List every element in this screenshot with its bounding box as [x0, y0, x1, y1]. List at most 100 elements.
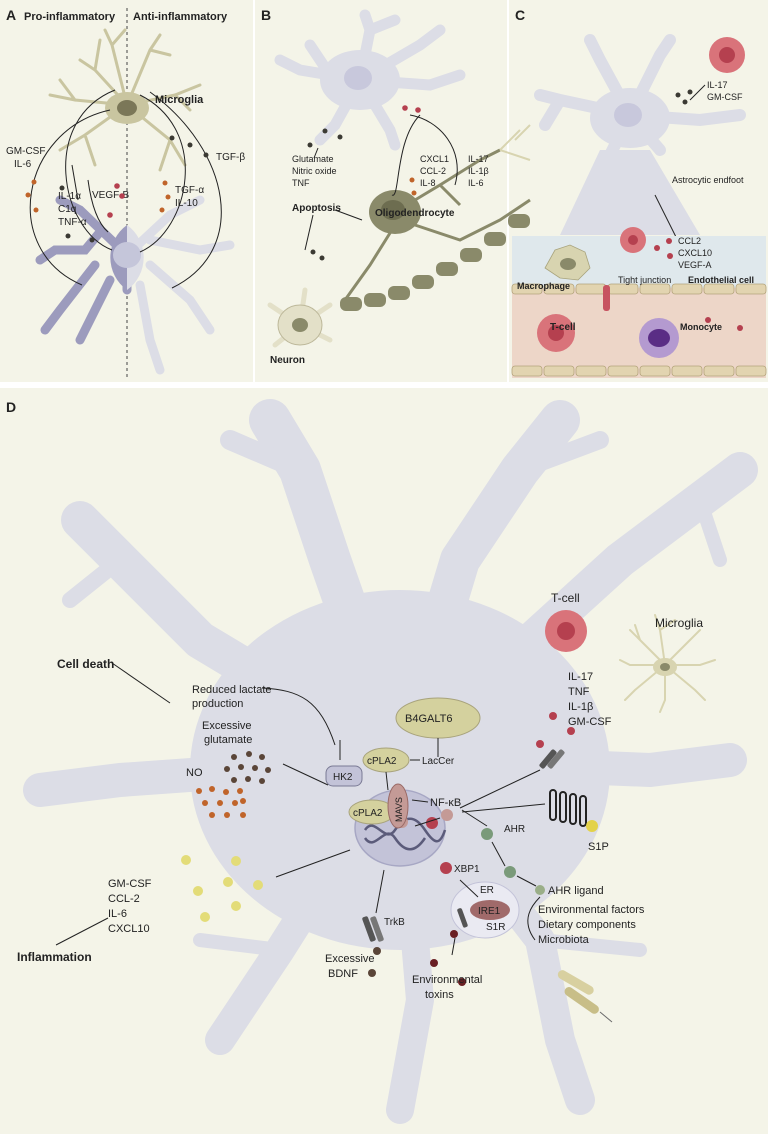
trkb-receptor-icon-2: [370, 916, 384, 942]
c-tcell-top-nucleus: [719, 47, 735, 63]
glutamate-arrow: [282, 763, 329, 786]
bdnf-line-1: Excessive: [325, 953, 375, 965]
ahr-ligand-label: AHR ligand: [548, 885, 604, 897]
excessive-glutamate-line-1: Excessive: [202, 720, 252, 732]
trkb-receptor-icon: [362, 916, 376, 942]
b-toxic-factor-3: TNF: [292, 178, 310, 188]
s1r-label: S1R: [486, 922, 505, 933]
anti-inflammatory-label: Anti-inflammatory: [133, 11, 228, 23]
dna-icon: [363, 817, 447, 843]
panel-a: A Pro-inflammatory Anti-inflammatory Mic…: [6, 7, 245, 380]
inflammation-label: Inflammation: [17, 950, 92, 964]
lactate-arrow: [261, 687, 336, 746]
mavs-nfkb-arrow: [411, 799, 429, 803]
panel-c: C IL-17 GM-CSF Astrocytic endfoot: [511, 7, 767, 378]
monocyte-label: Monocyte: [680, 322, 722, 332]
ahr-label: AHR: [504, 824, 525, 835]
astrocytic-endfoot-label: Astrocytic endfoot: [672, 175, 744, 185]
ahr-nfkb-arrow: [461, 809, 488, 827]
dna-strand-icon: [363, 832, 427, 851]
microglia-cell: [48, 28, 202, 172]
cell-death-arrow: [111, 662, 171, 704]
env-toxins-line-2: toxins: [425, 989, 454, 1001]
panel-b-dots: [307, 105, 421, 261]
laccer-label: LacCer: [422, 756, 455, 767]
ahr-dot: [481, 828, 493, 840]
endothelial-layer: [511, 283, 767, 377]
xbp1-label: XBP1: [454, 864, 480, 875]
c-tcell-factor-1: IL-17: [707, 80, 728, 90]
s1r-receptor-icon: [457, 908, 468, 928]
a-right-factor-1: TGF-α: [175, 185, 204, 196]
pro-inflammatory-label: Pro-inflammatory: [24, 11, 116, 23]
cytokine-dot-1: [536, 740, 544, 748]
oligodendrocyte-label: Oligodendrocyte: [375, 208, 455, 219]
cell-death-label: Cell death: [57, 657, 114, 671]
a-left-factor-1: GM-CSF: [6, 146, 45, 157]
endothelial-cell-label: Endothelial cell: [688, 275, 754, 285]
panel-a-letter: A: [6, 7, 16, 23]
d-secreted-4: CXCL10: [108, 923, 150, 935]
nfkb-nucleus-arrow: [414, 817, 441, 827]
hk2-box: [325, 765, 363, 787]
er-label: ER: [480, 885, 494, 896]
a-mid-factor-2: C1q: [58, 204, 76, 215]
s1p-receptor-icon: [549, 789, 587, 827]
inflammation-arrow: [55, 917, 109, 946]
d-microglia-cell: [619, 614, 716, 713]
a-right-factor-2: IL-10: [175, 198, 198, 209]
inflammatory-dots: [181, 855, 263, 922]
panel-b-letter: B: [261, 7, 271, 23]
macrophage-nucleus: [560, 258, 576, 270]
neuron-label: Neuron: [270, 355, 305, 366]
bdnf-dot-2: [368, 969, 376, 977]
env-factors-arrow: [527, 896, 541, 941]
inflammation-secretion-arrow: [275, 849, 351, 878]
no-dots: [196, 786, 246, 818]
b-chemokine-1: CXCL1: [420, 154, 449, 164]
panel-b: B Neuron: [261, 7, 531, 366]
mavs-oval: [387, 783, 409, 829]
panel-d-letter: D: [6, 399, 16, 415]
toxin-dot-2: [458, 978, 466, 986]
astrocyte-pro-processes: [35, 195, 132, 345]
d-secreted-2: CCL-2: [108, 893, 140, 905]
env-toxins-line-1: Environmental: [412, 974, 482, 986]
cpla2-low-label: cPLA2: [353, 808, 383, 819]
bdnf-dot-1: [373, 947, 381, 955]
cpla2-top-label: cPLA2: [367, 756, 397, 767]
c-astrocyte-nucleus: [614, 103, 642, 127]
d-cytokine-2: TNF: [568, 686, 590, 698]
cytokine-dot-2: [549, 712, 557, 720]
d-secreted-1: GM-CSF: [108, 878, 152, 890]
d-tcell-label: T-cell: [551, 591, 580, 605]
nfkb-dot: [441, 809, 453, 821]
ahr-ligand-arrow: [516, 875, 537, 887]
cytokine-receptor-icon: [539, 749, 557, 769]
oligodendrocyte-processes: [343, 148, 531, 301]
astrocyte-nucleus: [113, 242, 141, 268]
ahr-complex-dot: [504, 866, 516, 878]
d-secreted-3: IL-6: [108, 908, 127, 920]
ahr-ligand-dot: [535, 885, 545, 895]
b-chemokine-3: IL-8: [420, 178, 436, 188]
microglia-nucleus: [117, 100, 137, 116]
cytokine-nfkb-arrow: [459, 769, 541, 809]
d-microglia-label: Microglia: [655, 616, 703, 630]
microbiota-icon: [557, 970, 613, 1023]
env-factors-line-2: Dietary components: [538, 919, 636, 931]
xbp1-dot: [440, 862, 452, 874]
a-tgfb-label: TGF-β: [216, 152, 245, 163]
cpla2-mavs-arrow: [385, 771, 389, 791]
ire1-label: IRE1: [478, 906, 501, 917]
bdnf-line-2: BDNF: [328, 968, 358, 980]
d-tcell-nucleus: [557, 622, 575, 640]
c-secreted-3: VEGF-A: [678, 260, 712, 270]
d-cytokine-4: GM-CSF: [568, 716, 612, 728]
c-tcell-vessel-nucleus: [548, 325, 564, 341]
c-tcell-factor-2: GM-CSF: [707, 92, 743, 102]
c-secreted-2: CXCL10: [678, 248, 712, 258]
b-astrocyte-processes: [274, 9, 466, 151]
microglia-label: Microglia: [155, 94, 204, 106]
mavs-label: MAVS: [394, 797, 404, 822]
